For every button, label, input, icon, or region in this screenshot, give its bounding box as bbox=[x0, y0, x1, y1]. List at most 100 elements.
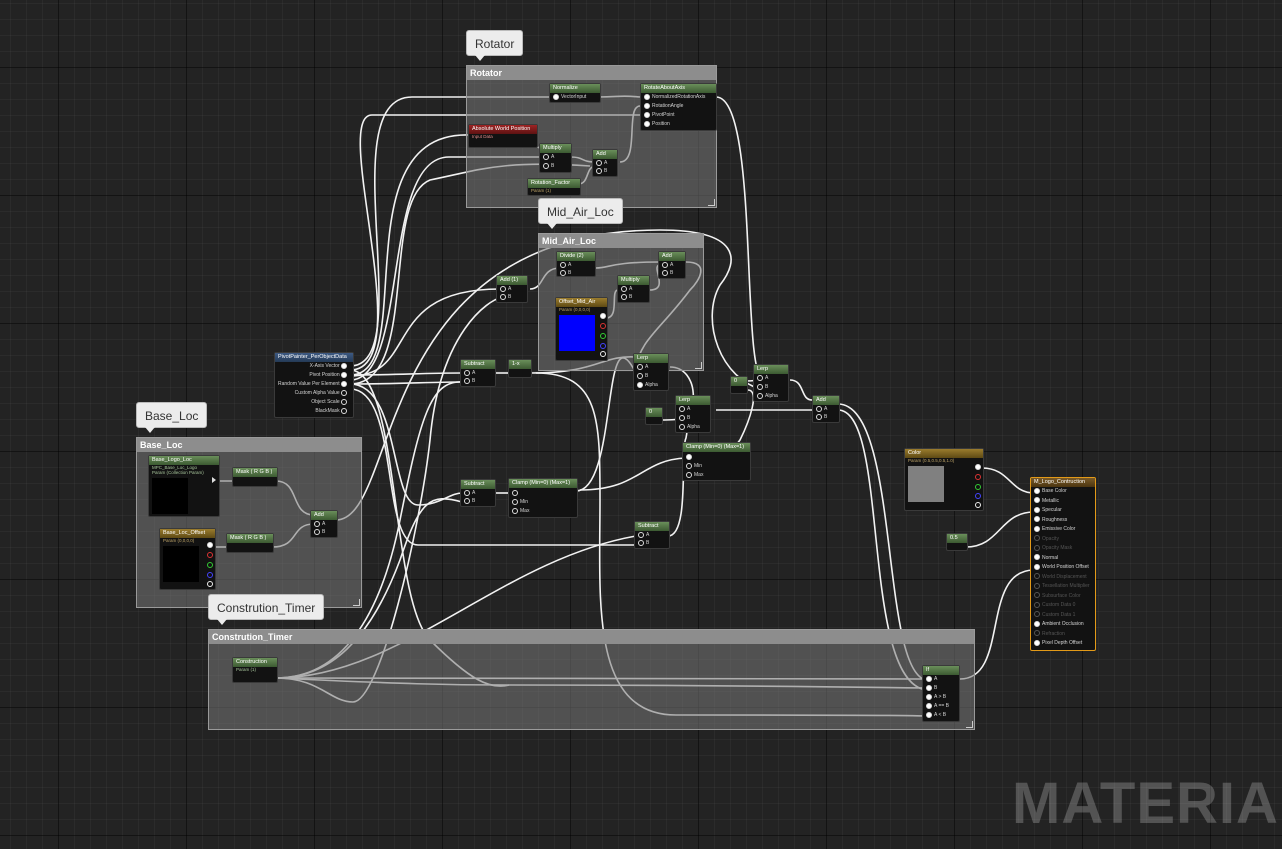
input-pin-max[interactable]: Max bbox=[686, 471, 703, 480]
input-pin-a[interactable]: A bbox=[662, 261, 673, 270]
material-input-pin[interactable]: Emissive Color bbox=[1031, 525, 1095, 535]
multiply-node[interactable]: Multiply A B bbox=[617, 275, 650, 303]
material-input-pin[interactable]: World Displacement bbox=[1031, 573, 1095, 583]
input-pin-a[interactable]: A bbox=[637, 363, 648, 372]
input-pin-b[interactable]: B bbox=[543, 162, 554, 171]
clamp-node[interactable]: Clamp (Min=0) (Max=1) Min Max bbox=[508, 478, 578, 518]
input-pin[interactable]: RotationAngle bbox=[644, 102, 683, 111]
output-pin-g[interactable] bbox=[600, 332, 608, 341]
input-pin-max[interactable]: Max bbox=[512, 507, 529, 516]
add-1-node[interactable]: Add (1) A B bbox=[496, 275, 528, 303]
comment-bubble-rotator[interactable]: Rotator bbox=[466, 30, 524, 61]
input-pin[interactable]: A == B bbox=[926, 702, 949, 711]
input-pin-a[interactable]: A bbox=[621, 285, 632, 294]
one-minus-node[interactable]: 1-x bbox=[508, 359, 532, 378]
output-pin-a[interactable] bbox=[600, 350, 608, 359]
material-input-pin[interactable]: Tessellation Multiplier bbox=[1031, 582, 1095, 592]
add-node[interactable]: Add A B bbox=[592, 149, 618, 177]
lerp-node[interactable]: Lerp A B Alpha bbox=[753, 364, 789, 402]
input-pin-b[interactable]: B bbox=[560, 269, 571, 278]
output-pin-a[interactable] bbox=[975, 501, 983, 510]
output-pin[interactable] bbox=[975, 463, 983, 472]
input-pin-b[interactable]: B bbox=[621, 293, 632, 302]
subtract-node[interactable]: Subtract A B bbox=[460, 479, 496, 507]
add-node[interactable]: Add A B bbox=[658, 251, 686, 279]
lerp-node[interactable]: Lerp A B Alpha bbox=[633, 353, 669, 391]
input-pin[interactable]: A bbox=[926, 675, 937, 684]
output-pin-b[interactable] bbox=[975, 492, 983, 501]
input-pin-b[interactable]: B bbox=[757, 383, 768, 392]
input-pin-b[interactable]: B bbox=[596, 167, 607, 176]
input-pin-b[interactable]: B bbox=[314, 528, 325, 537]
absolute-world-position-node[interactable]: Absolute World Position Input Data bbox=[468, 124, 538, 148]
rotation-factor-node[interactable]: Rotation_Factor Param (1) bbox=[527, 178, 581, 196]
comment-bubble-timer[interactable]: Constrution_Timer bbox=[208, 594, 325, 625]
input-pin-b[interactable]: B bbox=[637, 372, 648, 381]
pivot-painter-node[interactable]: PivotPainter_PerObjectData X-Axis Vector… bbox=[274, 352, 354, 418]
output-pin-r[interactable] bbox=[207, 551, 215, 560]
input-pin-b[interactable]: B bbox=[638, 539, 649, 548]
normalize-node[interactable]: Normalize VectorInput bbox=[549, 83, 601, 103]
resize-grip[interactable] bbox=[353, 599, 360, 606]
material-input-pin[interactable]: Opacity bbox=[1031, 535, 1095, 545]
input-pin[interactable]: PivotPoint bbox=[644, 111, 675, 120]
input-pin-a[interactable]: A bbox=[464, 369, 475, 378]
input-pin-min[interactable]: Min bbox=[686, 462, 702, 471]
subtract-node[interactable]: Subtract A B bbox=[634, 521, 670, 549]
construction-param-node[interactable]: Construction Param (1) bbox=[232, 657, 278, 683]
output-pin-g[interactable] bbox=[975, 483, 983, 492]
input-pin[interactable] bbox=[512, 489, 520, 498]
base-logo-loc-node[interactable]: Base_Logo_Loc MPC_Base_Loc_Logo Param (C… bbox=[148, 455, 220, 517]
input-pin-a[interactable]: A bbox=[757, 374, 768, 383]
resize-grip[interactable] bbox=[966, 721, 973, 728]
output-pin[interactable]: X-Axis Vector bbox=[310, 362, 349, 371]
material-input-pin[interactable]: World Position Offset bbox=[1031, 563, 1095, 573]
input-pin-a[interactable]: A bbox=[560, 261, 571, 270]
input-pin-a[interactable]: A bbox=[314, 520, 325, 529]
constant-0-node[interactable]: 0 bbox=[730, 376, 748, 394]
divide-node[interactable]: Divide (2) A B bbox=[556, 251, 596, 277]
input-pin-alpha[interactable]: Alpha bbox=[679, 423, 700, 432]
input-pin-a[interactable]: A bbox=[816, 405, 827, 414]
if-node[interactable]: If A B A > B A == B A < B bbox=[922, 665, 960, 722]
material-input-pin[interactable]: Roughness bbox=[1031, 516, 1095, 526]
input-pin[interactable]: Position bbox=[644, 120, 670, 129]
input-pin-a[interactable]: A bbox=[638, 531, 649, 540]
input-pin-a[interactable]: A bbox=[679, 405, 690, 414]
clamp-node[interactable]: Clamp (Min=0) (Max=1) Min Max bbox=[682, 442, 751, 481]
output-pin[interactable]: Object Scale bbox=[311, 398, 349, 407]
base-loc-offset-node[interactable]: Base_Loc_Offset Param (0,0,0,0) bbox=[159, 528, 216, 590]
output-pin-r[interactable] bbox=[975, 473, 983, 482]
mask-rgb-node[interactable]: Mask ( R G B ) bbox=[226, 533, 274, 553]
input-pin-b[interactable]: B bbox=[500, 293, 511, 302]
input-pin[interactable]: A > B bbox=[926, 693, 946, 702]
material-input-pin[interactable]: Custom Data 0 bbox=[1031, 601, 1095, 611]
input-pin[interactable]: VectorInput bbox=[553, 93, 586, 102]
color-param-node[interactable]: Color Param (0.5,0.5,0.5,1.0) bbox=[904, 448, 984, 511]
input-pin[interactable] bbox=[686, 453, 694, 462]
input-pin-b[interactable]: B bbox=[464, 497, 475, 506]
output-pin[interactable] bbox=[211, 476, 216, 485]
input-pin-alpha[interactable]: Alpha bbox=[637, 381, 658, 390]
input-pin-alpha[interactable]: Alpha bbox=[757, 392, 778, 401]
material-input-pin[interactable]: Specular bbox=[1031, 506, 1095, 516]
input-pin[interactable]: B bbox=[926, 684, 937, 693]
input-pin-a[interactable]: A bbox=[500, 285, 511, 294]
input-pin-min[interactable]: Min bbox=[512, 498, 528, 507]
resize-grip[interactable] bbox=[695, 362, 702, 369]
comment-box-timer[interactable]: Constrution_Timer bbox=[208, 629, 975, 730]
rotate-about-axis-node[interactable]: RotateAboutAxis NormalizedRotationAxis R… bbox=[640, 83, 717, 131]
comment-bubble-base-loc[interactable]: Base_Loc bbox=[136, 402, 208, 433]
output-pin[interactable] bbox=[600, 312, 608, 321]
output-pin-b[interactable] bbox=[600, 342, 608, 351]
input-pin-b[interactable]: B bbox=[816, 413, 827, 422]
material-input-pin[interactable]: Base Color bbox=[1031, 487, 1095, 497]
add-node[interactable]: Add A B bbox=[310, 510, 338, 538]
input-pin[interactable]: NormalizedRotationAxis bbox=[644, 93, 705, 102]
output-pin-b[interactable] bbox=[207, 571, 215, 580]
material-input-pin[interactable]: Opacity Mask bbox=[1031, 544, 1095, 554]
output-pin[interactable]: Custom Alpha Value bbox=[295, 389, 349, 398]
material-input-pin[interactable]: Pixel Depth Offset bbox=[1031, 639, 1095, 649]
output-pin[interactable]: BlackMask bbox=[315, 407, 349, 416]
material-input-pin[interactable]: Custom Data 1 bbox=[1031, 611, 1095, 621]
